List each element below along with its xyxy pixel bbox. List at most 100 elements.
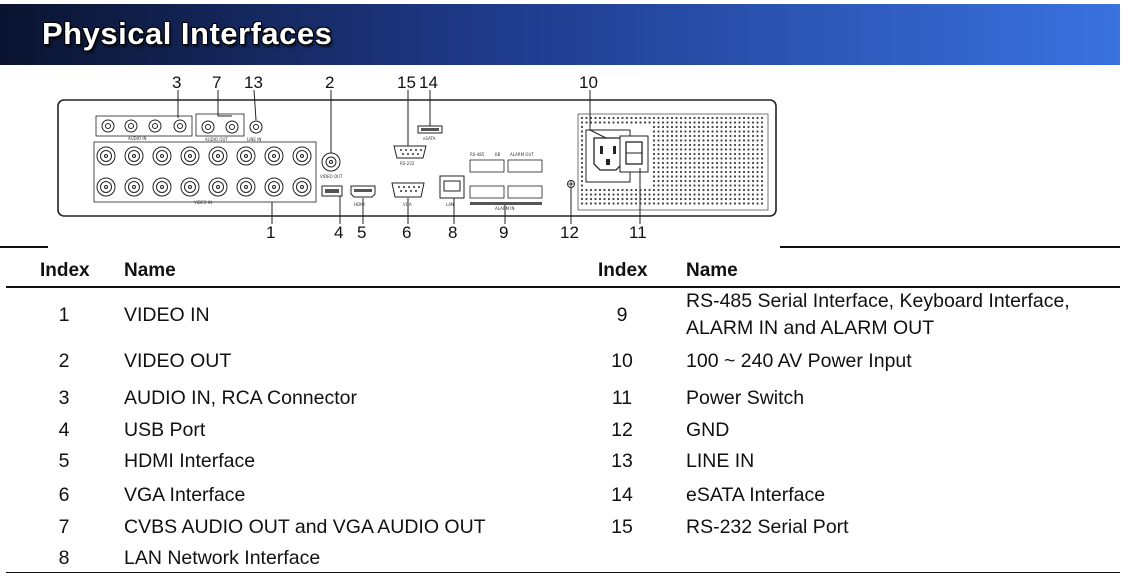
vent-hole <box>724 148 728 151</box>
vent-hole <box>742 157 746 160</box>
vent-hole <box>711 143 714 147</box>
video-in-bnc-ring <box>152 146 172 166</box>
vent-hole <box>706 197 710 201</box>
vent-hole <box>715 121 719 124</box>
vent-hole <box>684 179 687 183</box>
vent-hole <box>679 148 683 151</box>
vent-hole <box>747 152 750 156</box>
vent-hole <box>679 152 683 156</box>
vent-hole <box>661 161 665 165</box>
vent-hole <box>697 121 701 124</box>
vent-hole <box>603 197 606 201</box>
vent-hole <box>706 116 710 120</box>
vent-hole <box>711 193 714 196</box>
left-row-8-index: 8 <box>58 547 70 569</box>
callout-2: 2 <box>325 73 334 92</box>
vent-hole <box>580 139 584 142</box>
rear-panel-diagram: AUDIO IN AUDIO OUT LINE IN VIDEO IN VIDE… <box>57 73 777 242</box>
hdmi-port-label: HDMI <box>354 202 365 207</box>
vent-hole <box>657 130 660 133</box>
vent-hole <box>666 193 669 196</box>
vent-hole <box>580 125 584 129</box>
vent-hole <box>747 175 750 178</box>
vent-hole <box>652 139 656 142</box>
vent-hole <box>711 184 714 187</box>
vent-hole <box>729 184 732 187</box>
vent-hole <box>652 188 656 192</box>
vent-hole <box>751 152 755 156</box>
vent-hole <box>679 175 683 178</box>
vent-hole <box>715 116 719 120</box>
vent-hole <box>679 184 683 187</box>
vent-hole <box>747 179 750 183</box>
right-row-12-index: 12 <box>611 419 633 441</box>
vent-hole <box>738 157 741 160</box>
vent-hole <box>661 152 665 156</box>
vent-hole <box>666 170 669 174</box>
vent-hole <box>697 193 701 196</box>
vent-hole <box>675 175 678 178</box>
vent-hole <box>657 166 660 169</box>
vent-hole <box>612 121 615 124</box>
vent-hole <box>706 130 710 133</box>
vent-hole <box>621 116 624 120</box>
vent-hole <box>715 161 719 165</box>
vent-hole <box>697 116 701 120</box>
vent-hole <box>580 157 584 160</box>
vent-hole <box>733 170 737 174</box>
vent-hole <box>580 197 584 201</box>
vent-hole <box>697 125 701 129</box>
vent-hole <box>657 143 660 147</box>
vent-hole <box>697 202 701 205</box>
section-banner: Physical Interfaces <box>0 4 1120 65</box>
vent-hole <box>580 152 584 156</box>
video-in-bnc-ring <box>240 181 252 193</box>
video-in-bnc-ring <box>160 154 164 158</box>
vent-hole <box>742 148 746 151</box>
vent-hole <box>679 121 683 124</box>
vent-hole <box>715 197 719 201</box>
vent-hole <box>706 157 710 160</box>
vent-hole <box>630 121 633 124</box>
vent-hole <box>711 148 714 151</box>
vent-hole <box>702 157 705 160</box>
video-in-bnc-ring <box>236 146 256 166</box>
callout-6: 6 <box>402 223 411 242</box>
right-row-11-name: Power Switch <box>686 387 805 409</box>
vent-hole <box>733 148 737 151</box>
vent-hole <box>684 193 687 196</box>
vent-hole <box>675 179 678 183</box>
left-row-5-index: 5 <box>58 450 70 472</box>
vent-hole <box>711 130 714 133</box>
vent-hole <box>742 193 746 196</box>
vent-hole <box>657 157 660 160</box>
vent-hole <box>670 130 674 133</box>
vent-hole <box>585 193 588 196</box>
vent-hole <box>733 121 737 124</box>
vent-hole <box>607 193 611 196</box>
vent-hole <box>720 157 723 160</box>
vent-hole <box>702 193 705 196</box>
vent-hole <box>747 121 750 124</box>
right-row-9-index: 9 <box>616 304 628 326</box>
vent-hole <box>751 193 755 196</box>
vent-hole <box>697 139 701 142</box>
vent-hole <box>711 125 714 129</box>
vent-hole <box>679 197 683 201</box>
vent-hole <box>702 166 705 169</box>
page-title: Physical Interfaces <box>42 16 333 51</box>
vent-hole <box>648 116 651 120</box>
vent-hole <box>724 139 728 142</box>
vent-hole <box>729 130 732 133</box>
vent-hole <box>661 121 665 124</box>
vent-hole <box>688 125 692 129</box>
video-in-panel <box>93 141 317 203</box>
vent-hole <box>751 170 755 174</box>
vent-hole <box>670 121 674 124</box>
vent-hole <box>697 175 701 178</box>
header-index-right: Index <box>598 260 648 281</box>
rs485-label: RS-485 <box>470 152 485 157</box>
vent-hole <box>675 152 678 156</box>
vent-hole <box>760 134 764 138</box>
vent-hole <box>738 130 741 133</box>
